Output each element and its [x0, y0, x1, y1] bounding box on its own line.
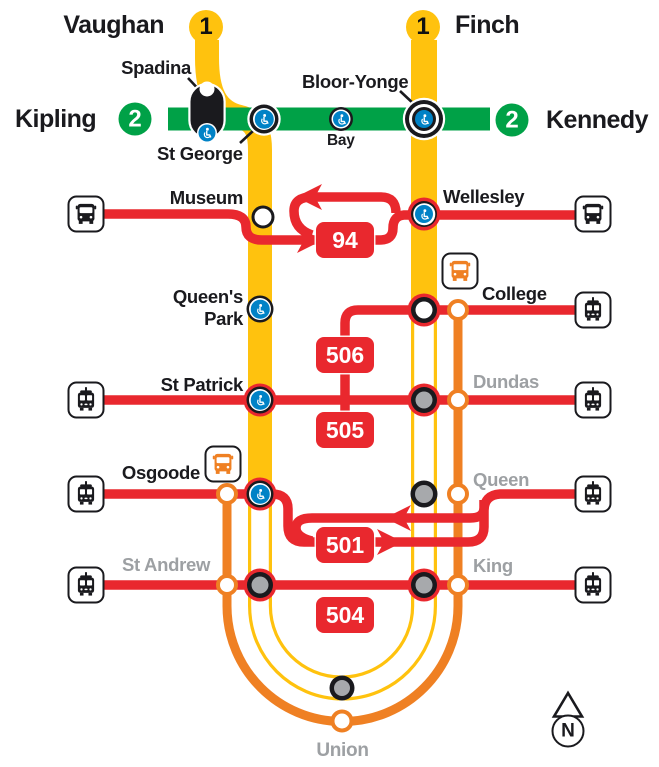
accessibility-icon	[333, 111, 349, 127]
line-2-badge-kennedy: 2	[495, 103, 529, 137]
station-label-college: College	[482, 283, 547, 304]
shuttle-bus-icon	[204, 445, 242, 483]
accessibility-icon	[415, 205, 433, 223]
route-501-eastbound-arrow-icon	[377, 529, 403, 555]
station-label-museum: Museum	[169, 187, 244, 208]
streetcar-icon	[574, 566, 612, 604]
north-compass: N	[551, 714, 585, 748]
line-2-badge-kipling: 2	[118, 102, 152, 136]
station-label-queen: Queen	[473, 469, 530, 490]
streetcar-icon	[574, 381, 612, 419]
accessibility-icon	[250, 390, 270, 410]
station-label-st-andrew: St Andrew	[122, 554, 211, 575]
station-label-bay: Bay	[327, 132, 355, 149]
route-94-westbound-arrow-icon	[296, 184, 322, 210]
station-label-wellesley: Wellesley	[443, 186, 525, 207]
route-94-badge: 94	[316, 222, 374, 258]
shuttle-bus-icon	[441, 252, 479, 290]
route-501-westbound-arrow-icon	[385, 505, 411, 531]
route-94-westbound-line	[289, 192, 401, 240]
streetcar-icon	[574, 291, 612, 329]
station-label-st-patrick: St Patrick	[160, 374, 244, 395]
bus-icon	[67, 195, 105, 233]
line-1-badge-vaughan: 1	[189, 10, 223, 44]
route-506-badge: 506	[316, 337, 374, 373]
st-george-pointer-line	[239, 129, 255, 144]
route-94-eastbound-arrow-icon	[297, 227, 323, 253]
accessibility-icon	[250, 484, 270, 504]
terminal-label-kipling: Kipling	[15, 105, 97, 133]
station-label-king: King	[473, 555, 513, 576]
route-504-badge: 504	[316, 597, 374, 633]
accessibility-icon	[415, 110, 433, 128]
accessibility-icon	[198, 124, 216, 142]
bus-icon	[574, 195, 612, 233]
streetcar-icon	[67, 381, 105, 419]
accessibility-icon	[250, 299, 270, 319]
terminal-label-finch: Finch	[455, 11, 520, 39]
terminal-label-kennedy: Kennedy	[546, 106, 649, 134]
terminal-label-vaughan: Vaughan	[63, 11, 164, 39]
station-label-bloor-yonge: Bloor-Yonge	[302, 71, 409, 92]
route-506-line	[340, 305, 578, 416]
streetcar-icon	[67, 475, 105, 513]
station-label-dundas: Dundas	[473, 371, 540, 392]
station-label-queens-park: Queen's Park	[172, 286, 243, 329]
station-label-union: Union	[316, 740, 369, 761]
station-label-st-george: St George	[157, 143, 243, 164]
station-label-spadina: Spadina	[121, 57, 191, 78]
route-505-badge: 505	[316, 412, 374, 448]
station-label-osgoode: Osgoode	[121, 462, 200, 483]
accessibility-icon	[254, 109, 274, 129]
line-1-badge-finch: 1	[406, 10, 440, 44]
route-501-westbound-line	[291, 500, 489, 546]
streetcar-icon	[67, 566, 105, 604]
streetcar-icon	[574, 475, 612, 513]
route-501-badge: 501	[316, 527, 374, 563]
north-arrow-icon	[551, 690, 585, 718]
